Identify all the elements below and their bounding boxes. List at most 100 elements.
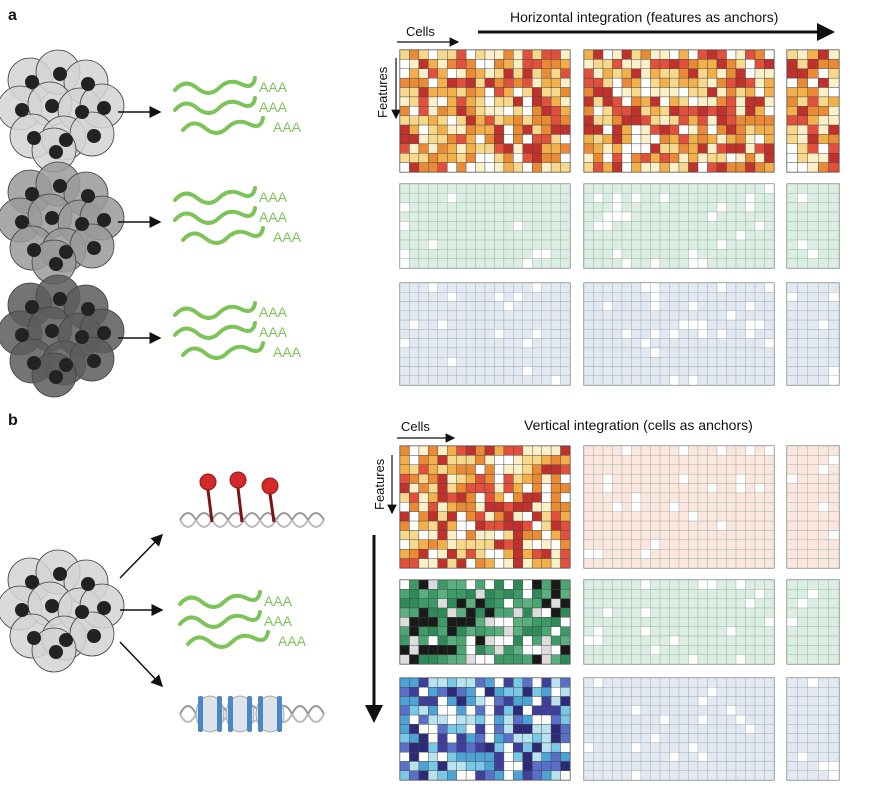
- heatmap-cell: [399, 687, 410, 697]
- heatmap-cell: [602, 530, 613, 541]
- heatmap-cell: [560, 607, 571, 618]
- heatmap-cell: [503, 714, 514, 725]
- heatmap-cell: [513, 635, 523, 646]
- heatmap-cell: [807, 705, 819, 716]
- heatmap-cell: [818, 258, 829, 269]
- heatmap-cell: [640, 77, 651, 88]
- heatmap-cell: [621, 77, 632, 88]
- heatmap-cell: [484, 492, 495, 503]
- heatmap-cell: [409, 124, 420, 135]
- heatmap-cell: [650, 483, 661, 494]
- heatmap-cell: [612, 301, 623, 312]
- heatmap-cell: [418, 221, 429, 231]
- heatmap-cell: [437, 511, 448, 522]
- heatmap-cell: [807, 714, 819, 725]
- heatmap-cell: [522, 106, 533, 116]
- heatmap-cell: [437, 696, 448, 707]
- heatmap-cell: [745, 375, 756, 386]
- heatmap-cell: [437, 211, 448, 222]
- heatmap-cell: [602, 319, 613, 330]
- heatmap-cell: [828, 617, 840, 627]
- heatmap-cell: [532, 549, 542, 559]
- heatmap-cell: [437, 77, 448, 88]
- heatmap-cell: [735, 635, 746, 646]
- heatmap-cell: [583, 645, 594, 655]
- heatmap-cell: [503, 635, 514, 646]
- heatmap-cell: [522, 183, 533, 194]
- heatmap-cell: [437, 687, 448, 697]
- heatmap-cell: [818, 193, 829, 203]
- heatmap-cell: [828, 258, 840, 269]
- heatmap-cell: [621, 579, 632, 590]
- heatmap-cell: [484, 366, 495, 376]
- heatmap-cell: [612, 106, 623, 116]
- heatmap-cell: [818, 230, 829, 241]
- heatmap-cell: [456, 761, 467, 771]
- heatmap-cell: [437, 445, 448, 456]
- heatmap-cell: [560, 258, 571, 269]
- heatmap-cell: [678, 68, 689, 79]
- heatmap-cell: [503, 249, 514, 259]
- heatmap-cell: [602, 705, 613, 716]
- heatmap-cell: [484, 221, 495, 231]
- heatmap-cell: [678, 375, 689, 386]
- heatmap-cell: [409, 183, 420, 194]
- heatmap-cell: [631, 742, 642, 753]
- heatmap-cell: [593, 96, 604, 107]
- heatmap-cell: [659, 455, 670, 465]
- methyl-stem-icon: [206, 489, 214, 523]
- heatmap-cell: [494, 143, 505, 154]
- heatmap-cell: [593, 124, 604, 135]
- heatmap-cell: [786, 558, 798, 569]
- heatmap-cell: [707, 211, 718, 222]
- heatmap-cell: [456, 87, 467, 98]
- heatmap-cell: [550, 714, 561, 725]
- nucleus-icon: [87, 354, 101, 368]
- heatmap-cell: [612, 549, 623, 559]
- heatmap-cell: [522, 59, 533, 69]
- heatmap-cell: [726, 366, 737, 376]
- heatmap-cell: [669, 520, 680, 531]
- heatmap-cell: [797, 366, 809, 376]
- heatmap-cell: [669, 301, 680, 312]
- heatmap-cell: [621, 687, 632, 697]
- heatmap-cell: [399, 59, 410, 69]
- heatmap-cell: [678, 59, 689, 69]
- heatmap-cell: [583, 249, 594, 259]
- heatmap-cell: [807, 292, 819, 302]
- heatmap-b-row3: [399, 677, 840, 781]
- heatmap-cell: [447, 356, 457, 367]
- heatmap-cell: [786, 301, 798, 312]
- heatmap-cell: [560, 645, 571, 655]
- heatmap-cell: [797, 539, 809, 550]
- heatmap-cell: [828, 221, 840, 231]
- heatmap-cell: [716, 59, 727, 69]
- heatmap-cell: [503, 310, 514, 321]
- heatmap-cell: [522, 761, 533, 771]
- heatmap-cell: [522, 626, 533, 637]
- panel-b-cells-label: Cells: [401, 419, 430, 434]
- heatmap-cell: [807, 579, 819, 590]
- heatmap-cell: [437, 87, 448, 98]
- heatmap-cell: [754, 635, 765, 646]
- heatmap-cell: [522, 654, 533, 665]
- heatmap-cell: [602, 761, 613, 771]
- heatmap-cell: [697, 338, 708, 349]
- heatmap-cell: [640, 258, 651, 269]
- heatmap-cell: [503, 329, 514, 339]
- cell-cluster-light: [0, 49, 125, 173]
- heatmap-cell: [418, 761, 429, 771]
- heatmap-cell: [631, 589, 642, 599]
- heatmap-cell: [797, 193, 809, 203]
- heatmap-cell: [503, 59, 514, 69]
- heatmap-cell: [550, 68, 561, 79]
- heatmap-cell: [669, 115, 680, 126]
- heatmap-cell: [409, 483, 420, 494]
- heatmap-cell: [669, 492, 680, 503]
- heatmap-cell: [754, 617, 765, 627]
- heatmap-cell: [602, 221, 613, 231]
- heatmap-cell: [513, 761, 523, 771]
- heatmap-cell: [494, 724, 505, 734]
- heatmap-cell: [503, 366, 514, 376]
